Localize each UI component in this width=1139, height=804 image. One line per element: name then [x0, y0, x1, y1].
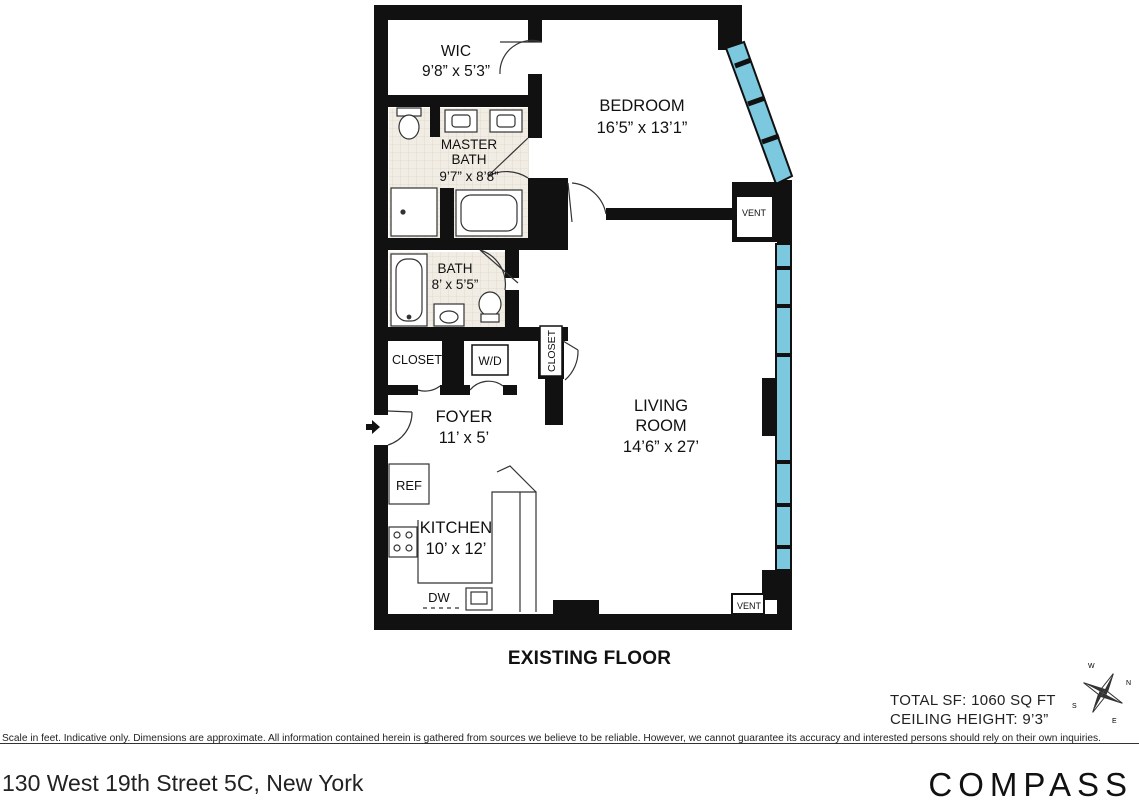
compass-rose-icon: W N S E	[1072, 663, 1131, 725]
floor-title: EXISTING FLOOR	[507, 648, 672, 669]
foyer-dims: 11’ x 5’	[439, 429, 489, 447]
compass-s: S	[1072, 703, 1077, 710]
total-sf: TOTAL SF: 1060 SQ FT	[890, 692, 1056, 709]
wd-box	[471, 344, 509, 376]
foyer-name: FOYER	[436, 408, 493, 426]
compass-e: E	[1112, 718, 1117, 725]
doors	[387, 39, 607, 446]
closet-right-label: CLOSET	[546, 329, 558, 372]
brand-logo: COMPASS	[928, 766, 1133, 803]
bedroom-dims: 16’5” x 13’1”	[597, 119, 688, 137]
wic-name: WIC	[441, 43, 471, 60]
master-bath-name-line2: BATH	[451, 152, 486, 167]
entry-arrow-icon	[366, 420, 380, 434]
floor-stats: TOTAL SF: 1060 SQ FT CEILING HEIGHT: 9’3…	[890, 691, 1056, 729]
vent-bottom-label: VENT	[737, 601, 762, 611]
kitchen-name: KITCHEN	[420, 519, 492, 537]
room-labels: WIC 9’8” x 5’3” BEDROOM 16’5” x 13’1” MA…	[392, 43, 699, 605]
closet-left-label: CLOSET	[392, 353, 442, 367]
windows	[724, 40, 794, 571]
living-room-name-line1: LIVING	[634, 397, 688, 415]
kitchen-dims: 10’ x 12’	[426, 540, 487, 558]
wic-dims: 9’8” x 5’3”	[422, 63, 490, 80]
master-bath-dims: 9’7” x 8’8”	[439, 169, 498, 184]
vent-top-label: VENT	[742, 208, 767, 218]
bath-dims: 8’ x 5’5”	[432, 277, 479, 292]
address: 130 West 19th Street 5C, New York	[2, 770, 364, 796]
bedroom-name: BEDROOM	[599, 97, 684, 115]
living-room-name-line2: ROOM	[635, 417, 686, 435]
kitchen-fixtures	[388, 463, 537, 612]
wd-label: W/D	[478, 354, 502, 368]
ref-label: REF	[396, 478, 422, 493]
bath-name: BATH	[437, 261, 472, 276]
vent-bottom	[731, 593, 765, 615]
dw-label: DW	[428, 590, 450, 605]
closet-right-box	[539, 325, 563, 377]
master-bath-name-line1: MASTER	[441, 137, 498, 152]
bath-fixtures	[390, 107, 523, 327]
divider	[0, 743, 1139, 744]
floor-plan: VENT VENT	[366, 5, 794, 630]
living-room-dims: 14’6” x 27’	[623, 438, 699, 456]
ceiling-height: CEILING HEIGHT: 9’3”	[890, 711, 1049, 728]
compass-n: N	[1126, 680, 1131, 687]
exterior-walls	[374, 5, 792, 630]
compass-w: W	[1088, 663, 1095, 670]
disclaimer: Scale in feet. Indicative only. Dimensio…	[2, 733, 1101, 744]
